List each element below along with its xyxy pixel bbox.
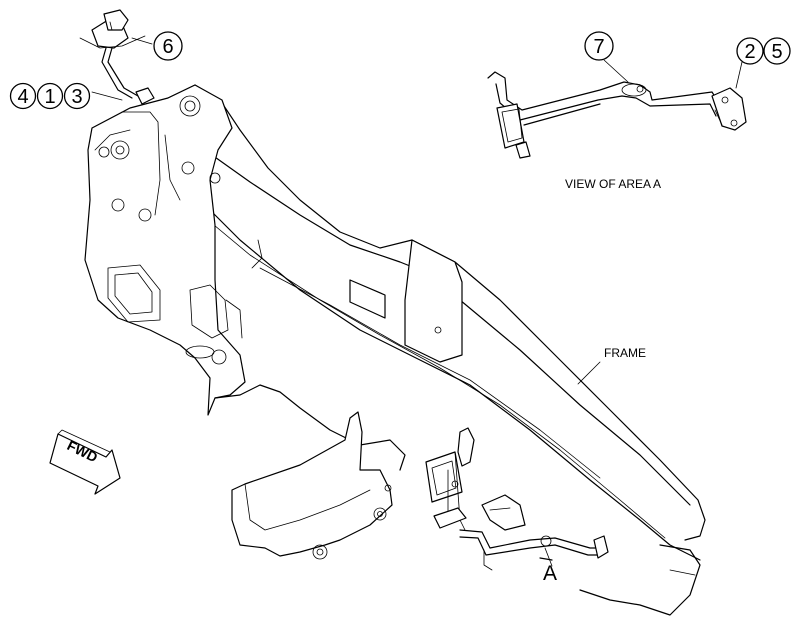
callout-5: 5 — [763, 37, 791, 65]
callout-6-label: 6 — [162, 36, 173, 58]
callout-4: 4 — [9, 82, 37, 110]
forward-direction-arrow: FWD — [49, 429, 121, 495]
area-a-marker: A — [543, 562, 557, 585]
area-a-tube — [459, 529, 609, 571]
frame-label: FRAME — [604, 346, 646, 360]
view-of-area-a-detail — [487, 71, 747, 159]
mount-assembly — [425, 427, 526, 531]
leader-lines — [91, 37, 743, 567]
callout-7: 7 — [584, 31, 614, 61]
callout-2: 2 — [736, 37, 764, 65]
callout-1-label: 1 — [44, 86, 55, 108]
front-bracket — [84, 84, 246, 416]
callout-4-label: 4 — [17, 86, 28, 108]
view-title-label: VIEW OF AREA A — [565, 177, 661, 191]
lower-bracket — [214, 384, 406, 560]
part-6-assembly — [79, 9, 155, 105]
callout-2-label: 2 — [744, 41, 755, 63]
callout-7-label: 7 — [593, 36, 604, 58]
callout-3: 3 — [63, 82, 91, 110]
frame-rail — [164, 84, 706, 616]
callout-3-label: 3 — [71, 86, 82, 108]
callout-5-label: 5 — [771, 41, 782, 63]
callout-1: 1 — [36, 82, 64, 110]
callout-6: 6 — [153, 31, 183, 61]
